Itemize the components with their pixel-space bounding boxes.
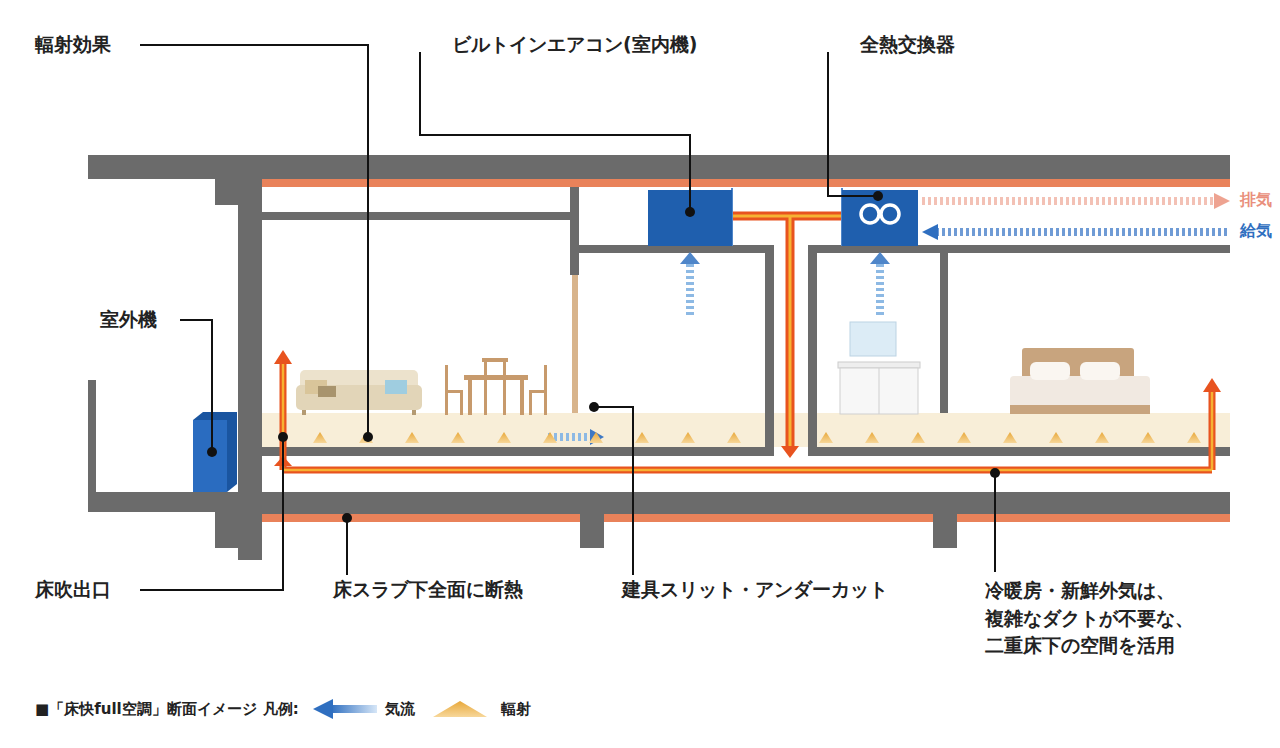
insulation [262, 179, 1230, 187]
sofa [296, 370, 422, 415]
radiation-mark [865, 432, 879, 443]
callout-label: 室外機 [98, 307, 159, 332]
radiation-mark [543, 432, 557, 443]
radiation-mark [1187, 432, 1201, 443]
partition [765, 245, 774, 447]
radiation-sample [425, 698, 495, 720]
bed [1010, 348, 1150, 414]
radiation-mark [451, 432, 465, 443]
legend-item: 輻射 [425, 698, 531, 720]
exchanger-symbol [861, 205, 879, 223]
leader-dot [207, 191, 1000, 523]
radiation-mark [635, 432, 649, 443]
balcony-slab [88, 492, 238, 512]
balcony-rail [88, 380, 96, 492]
exhaust-supply-arrow [922, 193, 1230, 240]
radiation-mark [819, 432, 833, 443]
exchanger-symbol [881, 205, 899, 223]
callout-label: 建具スリット・アンダーカット [620, 577, 890, 602]
ceiling [262, 212, 576, 220]
radiation-mark [589, 432, 603, 443]
legend-row: ■「床快full空調」断面イメージ凡例: 気流 輻射 [35, 698, 531, 720]
duct-casing [732, 188, 842, 246]
caption: ■「床快full空調」断面イメージ [35, 700, 257, 719]
radiation-mark [405, 432, 419, 443]
insulation [262, 514, 1230, 522]
radiation-mark [727, 432, 741, 443]
raised-floor [808, 447, 1230, 456]
legend-item: 気流 [309, 698, 415, 720]
radiation-mark [1003, 432, 1017, 443]
radiation-mark [1095, 432, 1109, 443]
heat-exchanger [842, 190, 918, 246]
beam [215, 512, 238, 548]
raised-floor [262, 447, 774, 456]
airflow-arrow [548, 252, 890, 445]
warm-duct [274, 216, 1221, 470]
ceiling [808, 245, 1230, 253]
partition [808, 245, 817, 447]
outdoor-unit [193, 420, 227, 492]
callout-label: 全熱交換器 [858, 32, 957, 57]
radiation-mark [497, 432, 511, 443]
callout-label: 床吹出口 [33, 577, 113, 602]
radiation-mark [681, 432, 695, 443]
legend-label: 輻射 [501, 700, 531, 719]
beam [215, 179, 238, 205]
leader-line [140, 45, 995, 590]
partition [940, 253, 948, 413]
outdoor-unit [193, 412, 237, 492]
radiation-mark [957, 432, 971, 443]
callout-label: 床スラブ下全面に断熱 [331, 577, 525, 602]
floor-slab [238, 492, 1230, 514]
sliding-door [572, 275, 578, 413]
ceiling [579, 245, 774, 253]
radiation-mark [359, 432, 373, 443]
radiation-mark [1049, 432, 1063, 443]
beam [933, 514, 957, 548]
legend-label: 凡例: [263, 700, 299, 719]
vanity [838, 322, 920, 414]
legend-label: 気流 [385, 700, 415, 719]
callout-note: 冷暖房・新鮮外気は、 複雑なダクトが不要な、 二重床下の空間を活用 [983, 577, 1227, 660]
partition [570, 187, 579, 275]
beam [580, 514, 604, 548]
floor-finish [262, 413, 1230, 447]
dining-set [445, 358, 547, 415]
radiation-mark [911, 432, 925, 443]
callout-label: ビルトインエアコン(室内機) [450, 32, 699, 57]
airflow-label: 排気 [1238, 190, 1274, 211]
radiation-mark [1141, 432, 1155, 443]
radiation-mark [313, 432, 1201, 443]
airflow-label: 給気 [1238, 221, 1274, 242]
airflow-sample [309, 698, 379, 720]
radiation-mark [313, 432, 327, 443]
callout-label: 輻射効果 [33, 32, 113, 57]
